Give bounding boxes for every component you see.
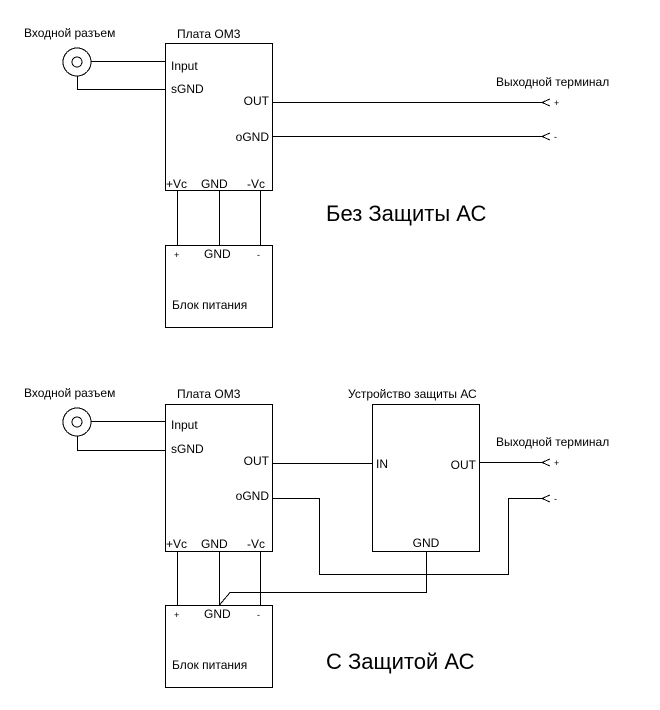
wire-sgnd [77, 436, 165, 451]
terminal-minus-icon [540, 132, 551, 141]
terminal-plus-icon [540, 458, 551, 467]
board-title: Плата ОМ3 [177, 387, 241, 401]
power-supply [165, 605, 273, 688]
output-terminal-label: Выходной терминал [496, 75, 609, 89]
terminal-plus: + [554, 458, 559, 468]
psu-pin-minus: - [257, 250, 260, 260]
coaxial-connector-icon [62, 47, 92, 77]
terminal-minus: - [554, 494, 557, 504]
caption-with-protection: С Защитой АС [326, 649, 475, 674]
terminal-minus: - [554, 132, 557, 142]
input-connector-label: Входной разъем [24, 386, 115, 400]
psu-pin-plus: + [174, 250, 179, 260]
pin-input: Input [171, 418, 198, 432]
pin-sgnd: sGND [171, 442, 204, 456]
psu-pin-gnd: GND [204, 247, 231, 261]
power-supply [165, 245, 273, 328]
psu-title: Блок питания [172, 658, 247, 672]
board-om3 [165, 404, 273, 552]
pin-vminus: -Vc [247, 177, 265, 191]
board-om3 [165, 43, 273, 191]
pin-vplus: +Vc [166, 537, 187, 551]
psu-pin-plus: + [174, 610, 179, 620]
pin-ognd: oGND [236, 489, 270, 503]
wire-ognd [273, 498, 542, 575]
protection-pin-in: IN [376, 457, 388, 471]
terminal-plus-icon [540, 98, 551, 107]
psu-pin-gnd: GND [204, 607, 231, 621]
caption-without-protection: Без Защиты АС [326, 201, 486, 226]
psu-title: Блок питания [172, 298, 247, 312]
protection-pin-gnd: GND [413, 536, 440, 550]
pin-gnd: GND [201, 537, 228, 551]
pin-vminus: -Vc [247, 537, 265, 551]
diagram-without-protection: Входной разъем Плата ОМ3 Input sGND OUT … [24, 26, 609, 328]
board-title: Плата ОМ3 [177, 27, 241, 41]
pin-ognd: oGND [236, 130, 270, 144]
pin-out: OUT [244, 454, 270, 468]
wire-protection-gnd [219, 552, 427, 606]
diagram-with-protection: Входной разъем Плата ОМ3 Input sGND OUT … [24, 386, 609, 688]
output-terminal-label: Выходной терминал [496, 435, 609, 449]
protection-title: Устройство защиты АС [348, 387, 477, 401]
pin-input: Input [171, 59, 198, 73]
terminal-plus: + [554, 98, 559, 108]
protection-pin-out: OUT [451, 458, 477, 472]
psu-pin-minus: - [257, 610, 260, 620]
terminal-minus-icon [540, 494, 551, 503]
pin-vplus: +Vc [166, 177, 187, 191]
wire-sgnd [77, 76, 165, 90]
protection-device [372, 404, 480, 552]
pin-gnd: GND [201, 177, 228, 191]
pin-sgnd: sGND [171, 82, 204, 96]
coaxial-connector-icon [62, 407, 92, 437]
input-connector-label: Входной разъем [24, 26, 115, 40]
pin-out: OUT [244, 94, 270, 108]
